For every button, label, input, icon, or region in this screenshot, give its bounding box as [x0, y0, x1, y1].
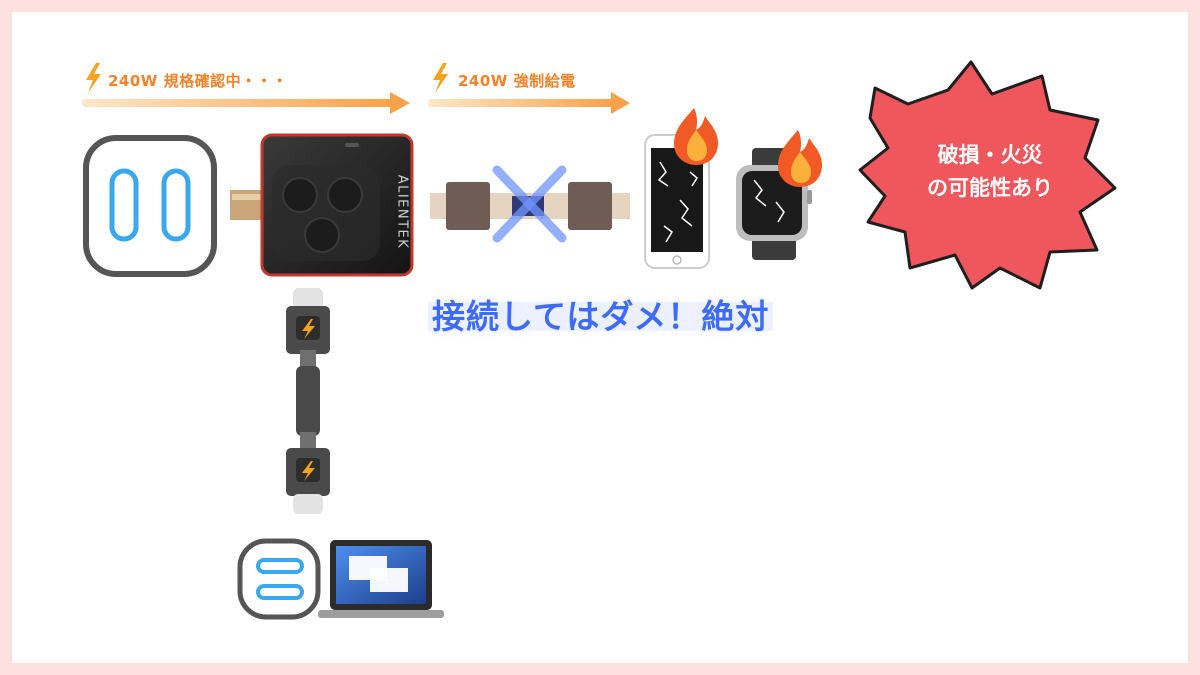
- laptop-icon: [318, 540, 444, 618]
- warning-line-2: の可能性あり: [927, 176, 1053, 200]
- wall-outlet-icon: [83, 135, 217, 277]
- charger-plug-highlight: [232, 194, 264, 200]
- usb-c-port-icon: [237, 538, 321, 620]
- warning-line-1: 破損・火災: [937, 143, 1043, 167]
- fire-icon: [778, 130, 822, 187]
- charger-brand-label: ALIENTEK: [394, 174, 410, 250]
- flow-label-step2: 240W 強制給電: [458, 72, 576, 90]
- warning-text: 破損・火災 の可能性あり: [870, 140, 1110, 210]
- blocked-x-icon: [492, 165, 567, 243]
- flow-label-step1: 240W 規格確認中・・・: [108, 72, 288, 90]
- warning-caption: 接続してはダメ！絶対: [428, 290, 774, 338]
- broken-smartphone-icon: [644, 134, 710, 269]
- lightning-icon: [296, 316, 320, 340]
- lightning-icon: [433, 63, 448, 93]
- flow-arrow-1: [82, 92, 410, 114]
- warning-burst: [858, 60, 1117, 290]
- broken-smartwatch-icon: [736, 148, 812, 260]
- charger-icon: [260, 133, 414, 277]
- flow-arrow-2: [428, 92, 630, 114]
- lightning-icon: [296, 458, 320, 482]
- fire-icon: [674, 108, 718, 165]
- lightning-icon: [86, 63, 101, 93]
